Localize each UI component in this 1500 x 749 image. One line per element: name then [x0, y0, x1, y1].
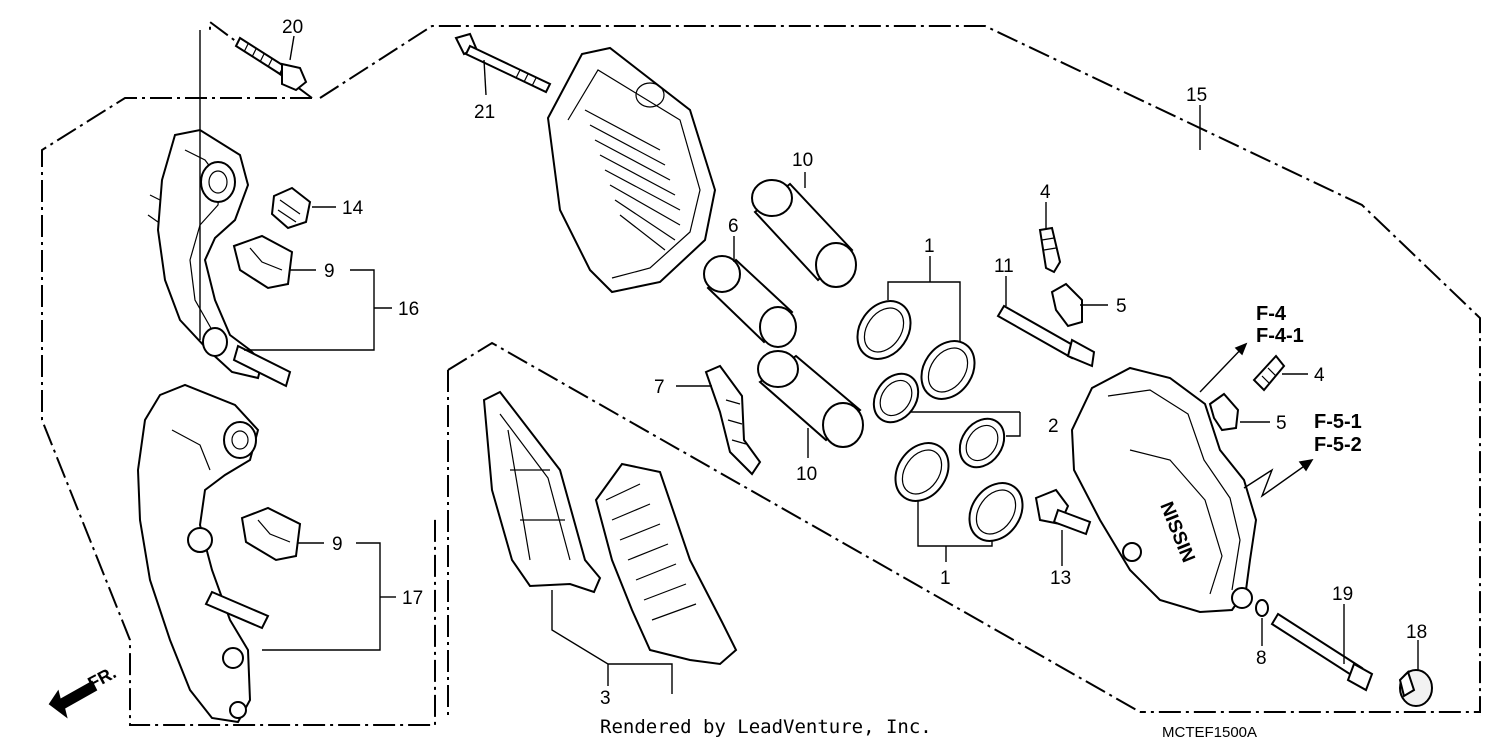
callout-8: 8 — [1256, 648, 1267, 669]
front-direction-arrow: FR. — [48, 662, 119, 719]
callout-5-upper: 5 — [1116, 296, 1127, 317]
callout-18: 18 — [1406, 622, 1427, 643]
bleeder-valve-4-upper — [1038, 226, 1062, 274]
bleeder-cap-5-upper — [1050, 282, 1083, 328]
caliper-half-back — [546, 46, 717, 294]
pad-spring-9-upper — [232, 234, 294, 290]
brake-pad-front — [482, 390, 602, 594]
callout-17: 17 — [402, 588, 423, 609]
callout-19: 19 — [1332, 584, 1353, 605]
ref-f-5-1: F-5-1 — [1314, 411, 1362, 433]
bolt-20 — [234, 36, 308, 92]
callout-9-upper: 9 — [324, 261, 335, 282]
plug-18 — [1398, 669, 1433, 707]
caliper-body-front: NISSIN — [1070, 366, 1258, 614]
piston-6 — [703, 255, 797, 348]
seal-rings — [856, 300, 1024, 542]
bleeder-cap-5-lower — [1208, 392, 1240, 432]
callout-9-lower: 9 — [332, 534, 343, 555]
caliper-bracket-lower — [136, 383, 270, 724]
assembly-boundary-pads — [447, 341, 1141, 720]
reference-labels: F-4 F-4-1 F-5-1 F-5-2 — [1256, 303, 1362, 456]
diagram-code: MCTEF1500A — [1162, 724, 1258, 741]
ref-arrow-lower — [1243, 458, 1314, 498]
callout-4-lower: 4 — [1314, 365, 1325, 386]
pin-19 — [1270, 612, 1374, 692]
callout-2: 2 — [1048, 416, 1059, 437]
callout-6: 6 — [728, 216, 739, 237]
callout-4-upper: 4 — [1040, 182, 1051, 203]
callout-20: 20 — [282, 17, 303, 38]
ref-f-5-2: F-5-2 — [1314, 434, 1362, 456]
callout-14: 14 — [342, 198, 364, 219]
callout-1-upper: 1 — [924, 236, 935, 257]
pin-14 — [270, 186, 312, 230]
callout-13: 13 — [1050, 568, 1071, 589]
pin-bolt-11 — [996, 304, 1096, 368]
bleeder-valve-4-lower — [1252, 354, 1286, 392]
callout-10-upper: 10 — [792, 150, 813, 171]
callout-3: 3 — [600, 688, 611, 709]
callout-11: 11 — [994, 256, 1014, 277]
ref-arrow-upper — [1199, 342, 1248, 393]
bolt-21 — [454, 32, 552, 94]
callout-10-lower: 10 — [796, 464, 817, 485]
piston-10-lower — [757, 350, 864, 448]
rendered-by-credit: Rendered by LeadVenture, Inc. — [600, 716, 932, 738]
ref-f-4-1: F-4-1 — [1256, 325, 1304, 347]
callout-1-lower: 1 — [940, 568, 951, 589]
brake-pad-rear — [594, 462, 738, 666]
washer-8 — [1255, 599, 1269, 617]
pad-retainer-7 — [704, 364, 762, 476]
ref-f-4: F-4 — [1256, 303, 1287, 325]
callout-15: 15 — [1186, 85, 1207, 106]
callout-16: 16 — [398, 299, 419, 320]
leader-lines — [199, 30, 1419, 694]
callout-5-lower: 5 — [1276, 413, 1287, 434]
assembly-boundary-15 — [319, 25, 1481, 713]
callout-7: 7 — [654, 377, 665, 398]
callout-21: 21 — [474, 102, 495, 123]
piston-10-upper — [751, 179, 857, 288]
callout-numbers: 20 21 15 14 9 16 9 17 10 6 10 1 2 1 4 5 … — [282, 17, 1427, 709]
bolt-13 — [1034, 488, 1092, 536]
pad-spring-9-lower — [240, 506, 302, 562]
